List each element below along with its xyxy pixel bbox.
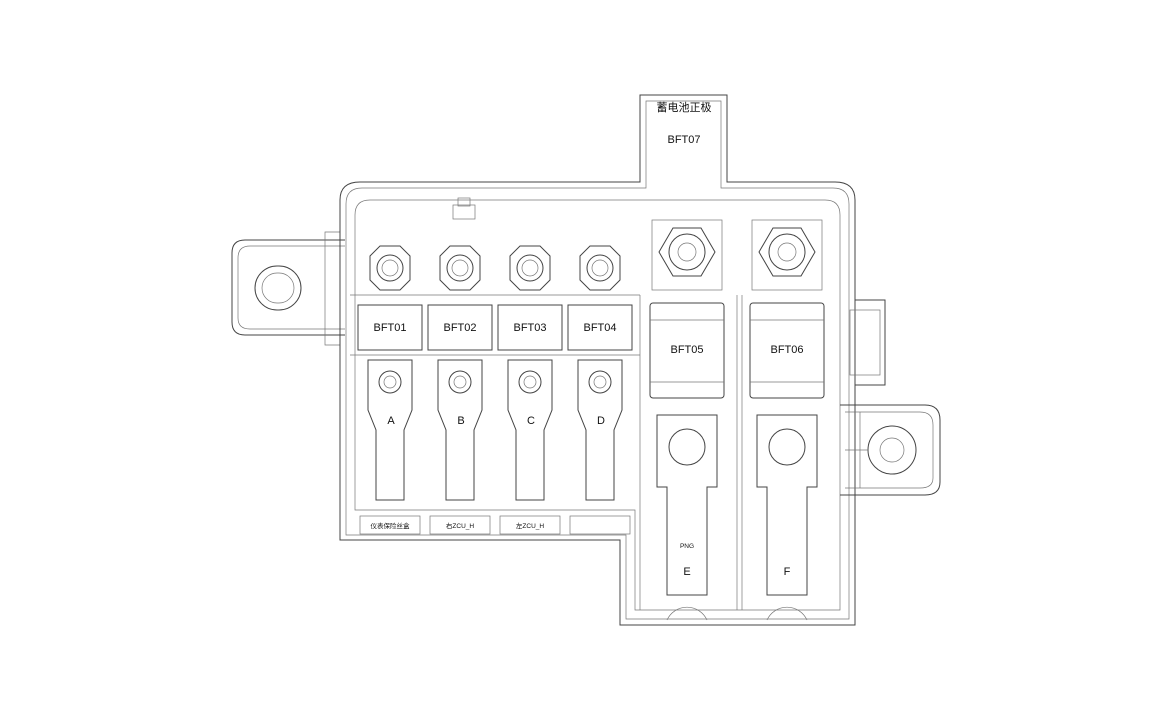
right-side-tab: [849, 299, 886, 386]
small-fuse-column-c: [497, 245, 563, 535]
fuse-label-bft06: BFT06: [770, 344, 803, 356]
circuit-label-c: 左ZCU_H: [516, 521, 544, 530]
fuse-label-bft02: BFT02: [443, 322, 476, 334]
housing: [339, 94, 856, 626]
small-fuse-column-d: [567, 245, 633, 535]
fuse-label-bft01: BFT01: [373, 322, 406, 334]
left-mount-tab: [231, 231, 345, 346]
large-fuse-column-e: [649, 219, 725, 621]
terminal-label-f: F: [784, 566, 791, 578]
terminal-label-a: A: [387, 415, 395, 427]
top-terminal-fuse-label: BFT07: [667, 134, 700, 146]
terminal-label-b: B: [457, 415, 464, 427]
large-fuse-column-f: [749, 219, 825, 621]
circuit-label-e: PNG: [680, 543, 694, 550]
terminal-label-c: C: [527, 415, 535, 427]
right-mount-bracket: [840, 404, 941, 496]
circuit-label-a: 仪表保险丝盒: [371, 521, 411, 530]
fuse-label-bft04: BFT04: [583, 322, 616, 334]
fuse-label-bft03: BFT03: [513, 322, 546, 334]
circuit-label-b: 右ZCU_H: [446, 521, 474, 530]
small-fuse-column-b: [427, 245, 493, 535]
terminal-label-e: E: [683, 566, 690, 578]
terminal-label-d: D: [597, 415, 605, 427]
small-fuse-column-a: [357, 245, 423, 535]
fuse-label-bft05: BFT05: [670, 344, 703, 356]
top-terminal-name: 蓄电池正极: [657, 100, 712, 114]
